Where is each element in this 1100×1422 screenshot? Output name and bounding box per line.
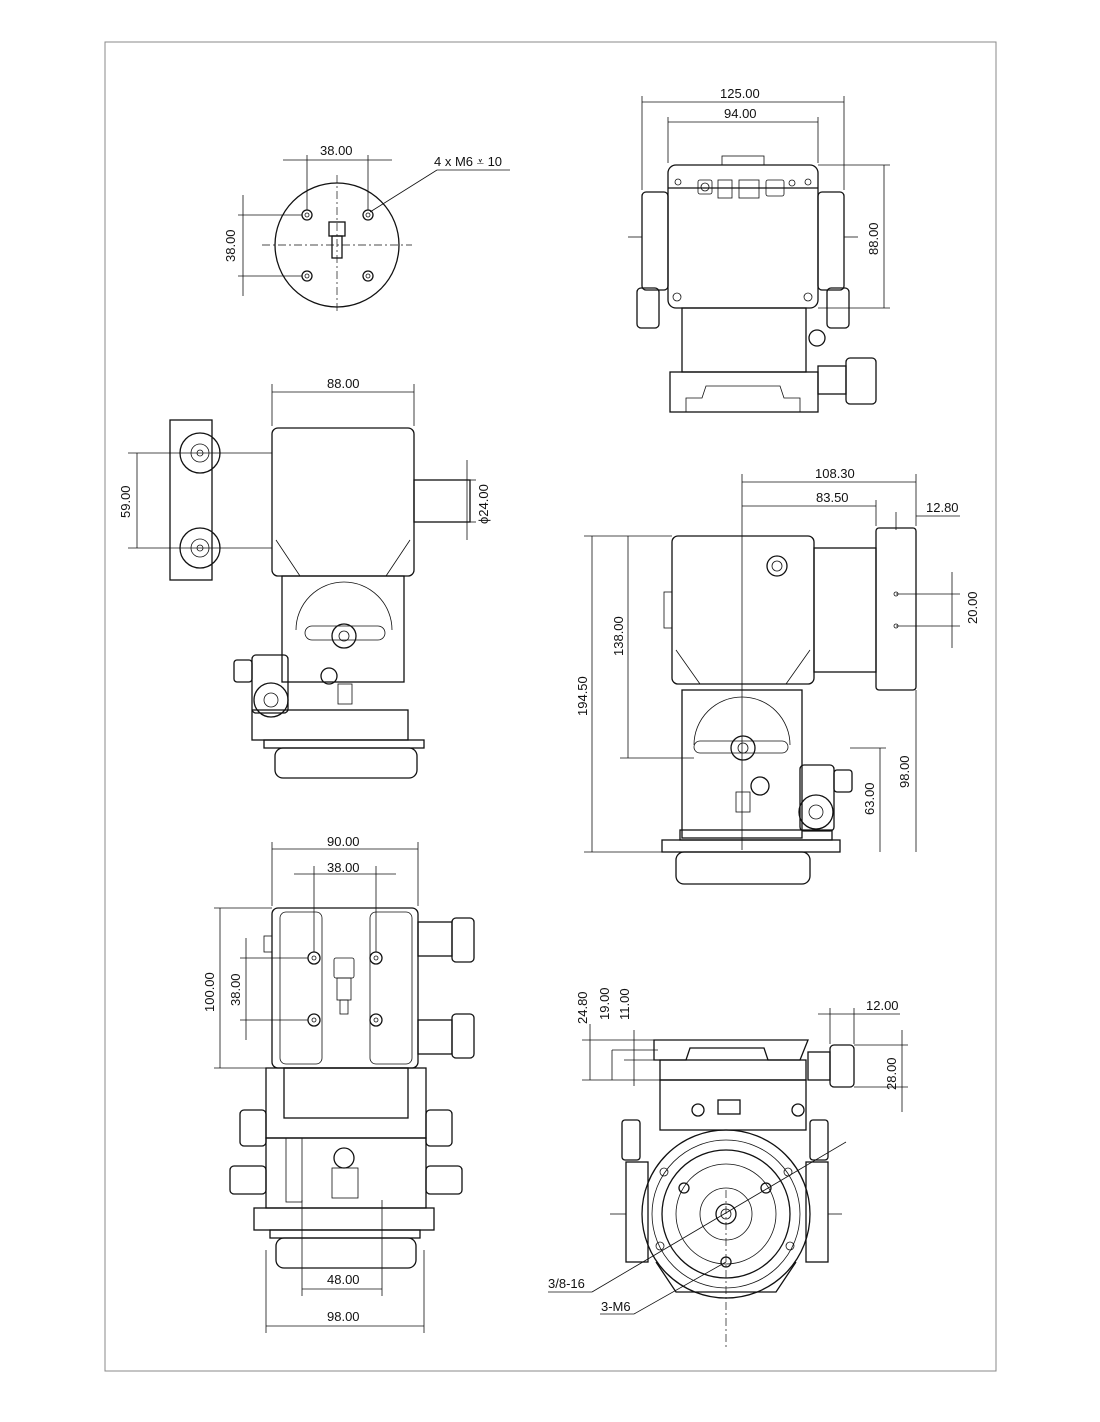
back-view-dimensions xyxy=(641,96,890,309)
mounting-hole xyxy=(369,951,383,965)
sheet-border xyxy=(104,41,997,1372)
dim-right-total-height: 194.50 xyxy=(575,676,590,716)
dip-switch-port xyxy=(717,179,733,199)
right-side-view-mount xyxy=(661,527,917,885)
dim-left-body-width: 88.00 xyxy=(327,376,360,391)
dim-right-height-lower: 63.00 xyxy=(862,782,877,815)
bottom-view-dimensions xyxy=(548,1008,908,1348)
dim-right-height-mid: 98.00 xyxy=(897,755,912,788)
usb-port xyxy=(765,179,785,197)
dim-right-reach: 83.50 xyxy=(816,490,849,505)
back-view-mount xyxy=(628,155,877,413)
top-view-plate xyxy=(262,175,412,312)
front-view-dimensions xyxy=(214,842,425,1333)
dim-bottom-step-1: 24.80 xyxy=(575,991,590,1024)
dim-bottom-step-3: 11.00 xyxy=(617,988,632,1020)
dim-right-offset: 12.80 xyxy=(926,500,959,515)
note-mounting-threads: 3-M6 xyxy=(601,1299,631,1314)
dim-front-bottom-inner: 48.00 xyxy=(327,1272,360,1287)
note-thread-4xm6: 4 x M6 ⩡ 10 xyxy=(434,154,502,169)
front-view-mount xyxy=(229,907,475,1269)
right-side-view-dimensions xyxy=(584,474,960,853)
dim-left-shaft-diameter: ϕ24.00 xyxy=(476,484,491,524)
dim-top-hole-spacing-y: 38.00 xyxy=(223,229,238,262)
dim-bottom-knob-height: 28.00 xyxy=(884,1057,899,1090)
dim-bottom-step-2: 19.00 xyxy=(597,987,612,1020)
dim-bottom-knob-offset: 12.00 xyxy=(866,998,899,1013)
mounting-hole xyxy=(301,270,313,282)
dc-power-port xyxy=(697,179,713,195)
dim-front-bottom-outer: 98.00 xyxy=(327,1309,360,1324)
mounting-hole xyxy=(369,1013,383,1027)
dim-left-knob-spacing: 59.00 xyxy=(118,485,133,518)
left-side-view-dimensions xyxy=(128,384,476,549)
mounting-hole xyxy=(307,1013,321,1027)
dim-back-body-width: 94.00 xyxy=(724,106,757,121)
note-center-thread: 3/8-16 xyxy=(548,1276,585,1291)
left-side-view-mount xyxy=(169,419,471,779)
dim-right-height-upper: 138.00 xyxy=(611,616,626,656)
dim-back-body-height: 88.00 xyxy=(866,222,881,255)
dim-top-hole-spacing-x: 38.00 xyxy=(320,143,353,158)
dim-front-hole-spacing-y: 38.00 xyxy=(228,973,243,1006)
dim-right-total-reach: 108.30 xyxy=(815,466,855,481)
dim-right-hole-spacing: 20.00 xyxy=(965,591,980,624)
dim-front-width: 90.00 xyxy=(327,834,360,849)
dim-front-height: 100.00 xyxy=(202,972,217,1012)
knob xyxy=(253,682,289,718)
top-view-dimensions xyxy=(238,155,510,296)
dim-front-hole-spacing-x: 38.00 xyxy=(327,860,360,875)
mounting-hole xyxy=(307,951,321,965)
dim-back-overall-width: 125.00 xyxy=(720,86,760,101)
knob xyxy=(798,794,834,830)
mounting-hole xyxy=(362,270,374,282)
mounting-hole xyxy=(301,209,313,221)
mounting-hole xyxy=(678,1182,690,1194)
mounting-hole xyxy=(760,1182,772,1194)
ethernet-port xyxy=(738,179,760,199)
